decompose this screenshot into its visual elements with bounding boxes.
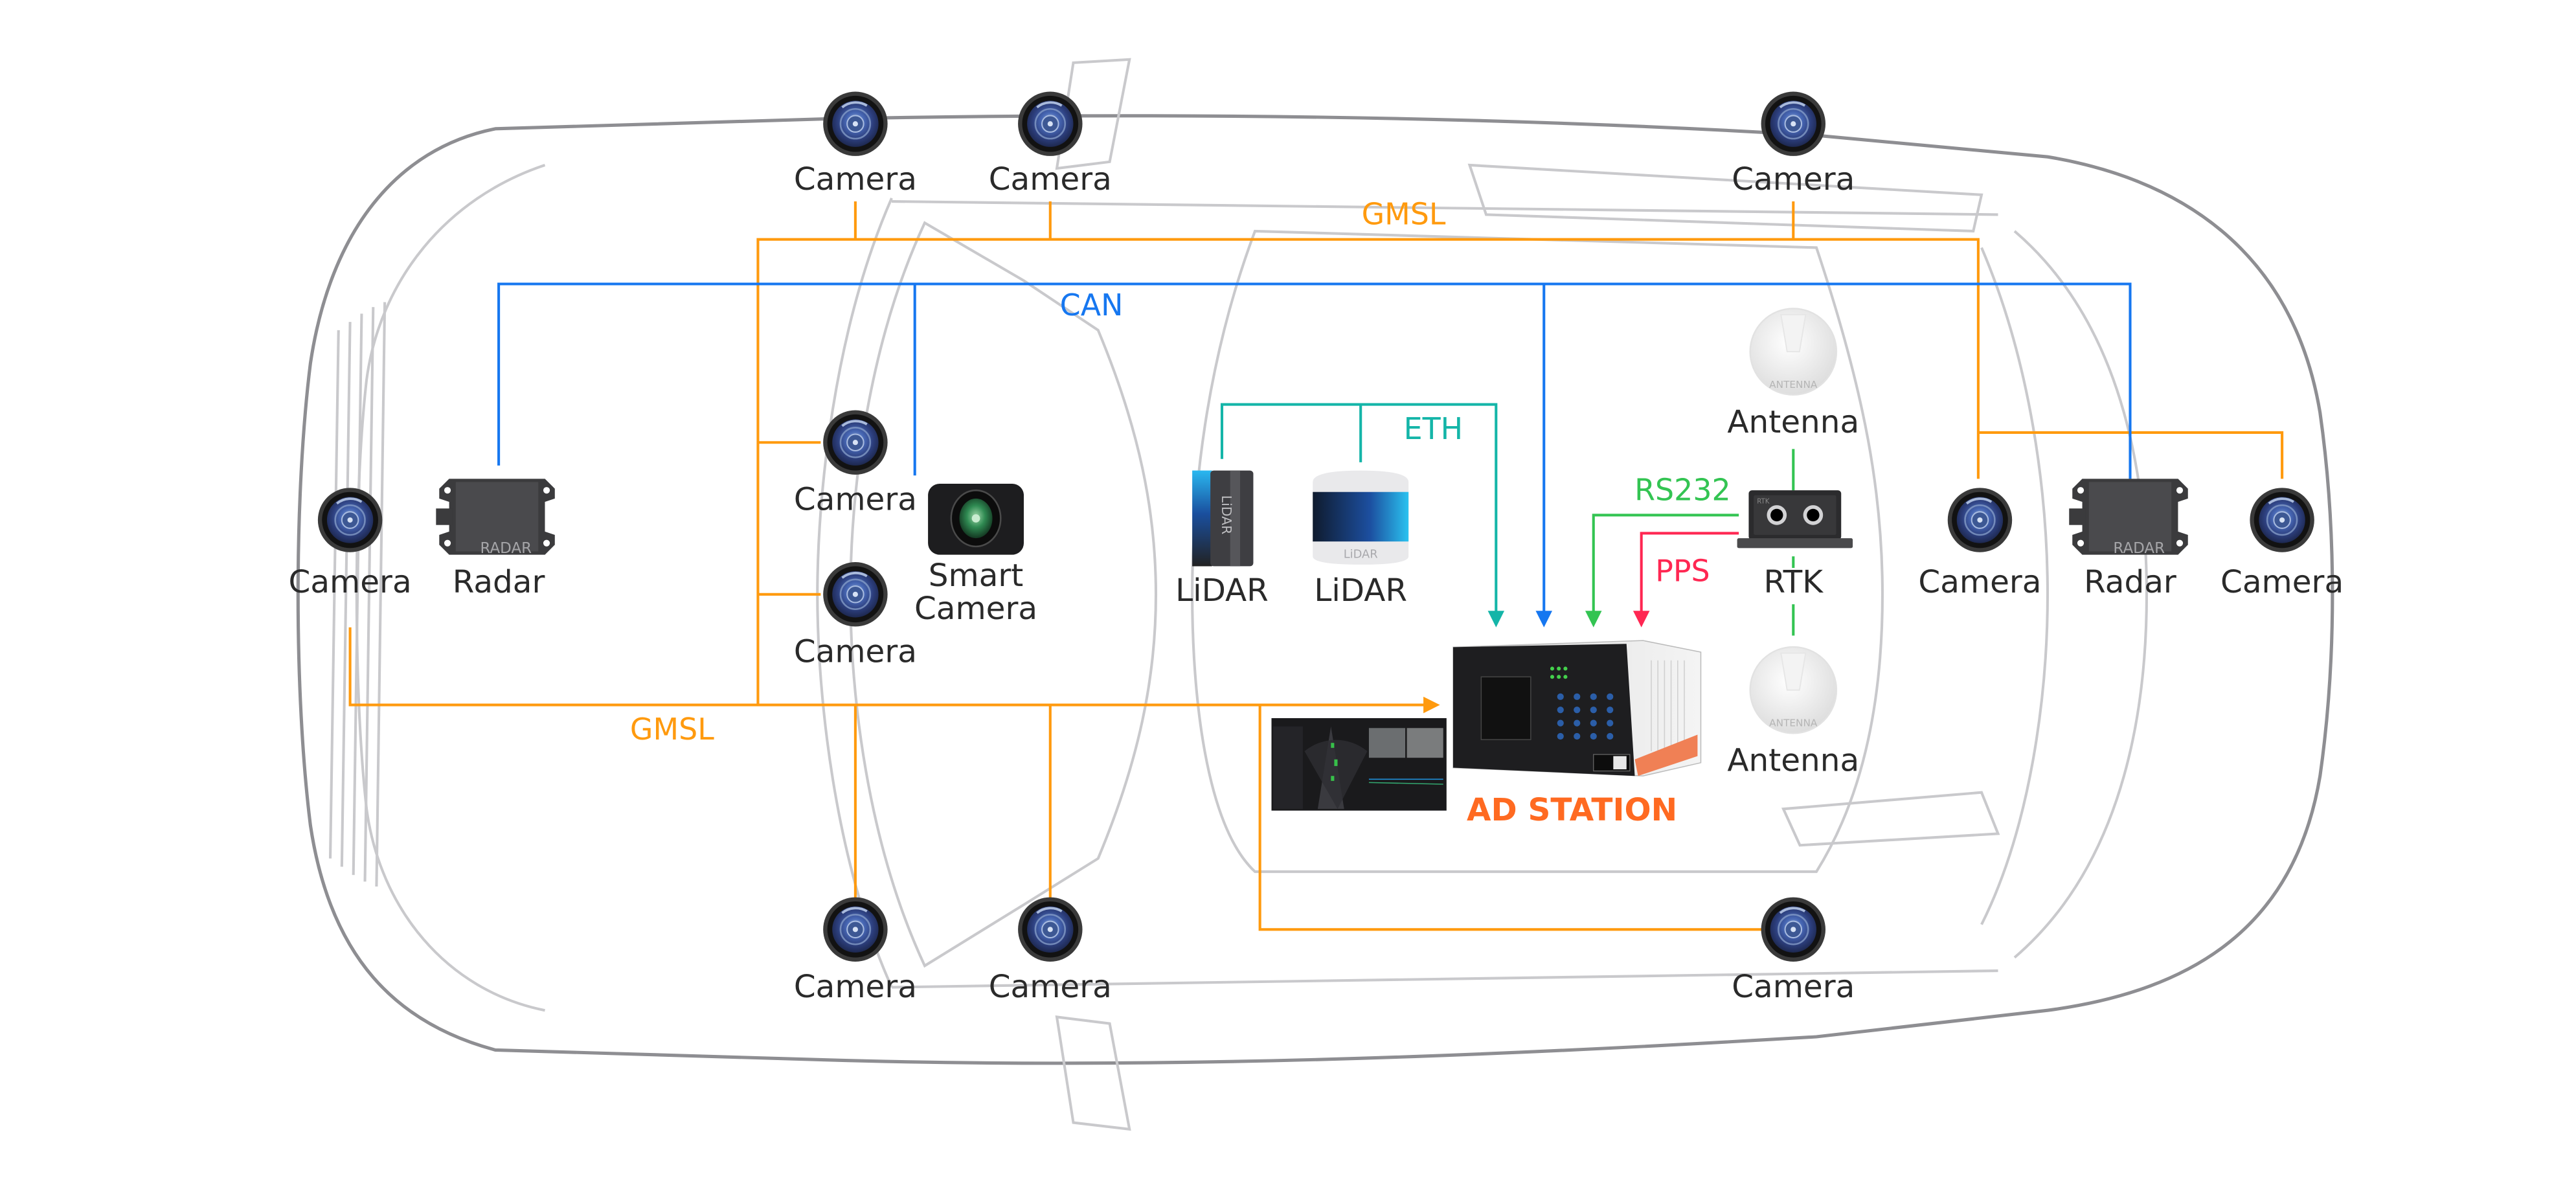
lidar-mark: LiDAR (1219, 495, 1234, 534)
camera-icon (822, 91, 888, 157)
radar-front-label: Radar (453, 564, 545, 600)
gmsl-bottom-bus (348, 627, 1764, 931)
rtk-label: RTK (1764, 564, 1824, 600)
gmsl-top-label: GMSL (1362, 197, 1446, 232)
antenna-top: ANTENNA Antenna (1727, 308, 1859, 440)
camera-rear-left-label: Camera (1918, 564, 2041, 600)
smart-camera-icon (928, 483, 1024, 555)
radar-mark: RADAR (2113, 540, 2165, 557)
lidar-solid-state-icon: LiDAR (1192, 470, 1254, 567)
lidar-1-label: LiDAR (1175, 572, 1269, 609)
camera-mid-2-label: Camera (794, 633, 917, 670)
ad-station-computer-icon (1452, 640, 1702, 776)
can-label: CAN (1060, 288, 1124, 322)
camera-icon (2249, 487, 2316, 554)
camera-bottom-1-label: Camera (794, 969, 917, 1005)
gmsl-bottom-label: GMSL (630, 712, 714, 747)
camera-bottom-2-label: Camera (989, 969, 1112, 1005)
camera-icon (822, 409, 888, 476)
lidar-2: LiDAR LiDAR (1313, 470, 1409, 609)
smart-camera-label-line1: Smart (929, 558, 1024, 594)
lidar-mark: LiDAR (1344, 548, 1378, 561)
camera-bottom-1: Camera (794, 896, 917, 1005)
camera-icon (1017, 91, 1083, 157)
lidar-mechanical-icon: LiDAR (1313, 470, 1409, 565)
radar-rear: RADAR Radar (2069, 479, 2188, 600)
radar-rear-label: Radar (2084, 564, 2176, 600)
camera-rear-right-label: Camera (2220, 564, 2344, 600)
ad-station: AD STATION (1271, 640, 1702, 828)
camera-mid-1: Camera (794, 409, 917, 518)
camera-bottom-3-label: Camera (1732, 969, 1855, 1005)
camera-icon (1760, 91, 1827, 157)
camera-icon (822, 561, 888, 627)
camera-mid-2: Camera (794, 561, 917, 670)
camera-rear-right: Camera (2220, 487, 2344, 600)
radar-front: RADAR Radar (436, 479, 555, 600)
radar-mark: RADAR (480, 540, 532, 557)
front-grille (328, 302, 387, 887)
camera-bottom-2: Camera (989, 896, 1112, 1005)
camera-top-2-label: Camera (989, 161, 1112, 198)
camera-top-1: Camera (794, 91, 917, 198)
can-bus (497, 282, 2132, 627)
antenna-bottom-label: Antenna (1727, 743, 1859, 779)
antenna-bottom: ANTENNA Antenna (1727, 646, 1859, 779)
antenna-mark: ANTENNA (1769, 379, 1818, 390)
eth-bus (1220, 403, 1505, 627)
smart-camera-label-line2: Camera (914, 591, 1037, 627)
antenna-top-label: Antenna (1727, 404, 1859, 440)
rs232-label: RS232 (1634, 472, 1731, 507)
pps-line (1633, 532, 1739, 627)
camera-front-label: Camera (289, 564, 412, 600)
ad-station-label: AD STATION (1467, 792, 1677, 828)
camera-icon (1017, 896, 1083, 963)
camera-top-2: Camera (989, 91, 1112, 198)
camera-icon (317, 487, 383, 554)
antenna-mark: ANTENNA (1769, 718, 1818, 729)
lidar-1: LiDAR LiDAR (1175, 470, 1269, 609)
software-screenshot (1271, 718, 1447, 811)
camera-icon (822, 896, 888, 963)
camera-rear-left: Camera (1918, 487, 2042, 600)
gmsl-top-bus (756, 201, 2284, 705)
lidar-2-label: LiDAR (1314, 572, 1407, 609)
pps-label: PPS (1655, 553, 1710, 588)
rtk: RTK RTK (1737, 490, 1853, 600)
rtk-icon: RTK (1737, 490, 1853, 548)
camera-top-3-label: Camera (1732, 161, 1855, 198)
camera-icon (1947, 487, 2013, 554)
rs232-line (1585, 449, 1795, 636)
camera-icon (1760, 896, 1827, 963)
camera-mid-1-label: Camera (794, 482, 917, 518)
rtk-mark: RTK (1757, 499, 1770, 506)
eth-label: ETH (1404, 411, 1463, 446)
camera-top-1-label: Camera (794, 161, 917, 198)
camera-top-3: Camera (1732, 91, 1855, 198)
camera-front: Camera (289, 487, 412, 600)
smart-camera: Smart Camera (914, 483, 1037, 627)
camera-bottom-3: Camera (1732, 896, 1855, 1005)
